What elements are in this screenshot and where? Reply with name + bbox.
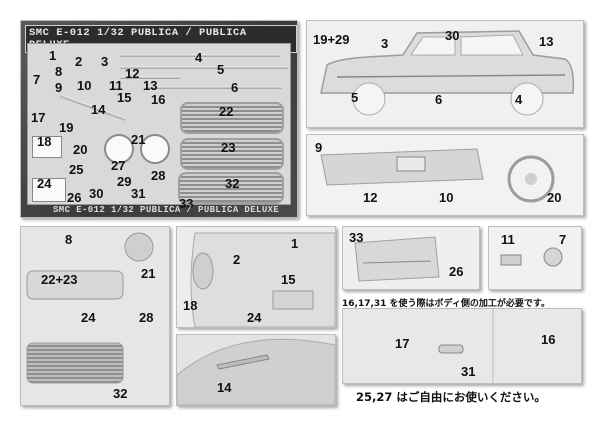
front-right-illustration xyxy=(190,232,335,327)
door-label-31: 31 xyxy=(461,364,476,379)
part-number-31: 31 xyxy=(131,186,146,201)
body-label-19-29: 19+29 xyxy=(313,32,350,47)
etch-headlight-ring-right xyxy=(140,134,170,164)
part-number-20: 20 xyxy=(73,142,88,157)
free-use-note: 25,27 はご自由にお使いください。 xyxy=(356,390,546,404)
dash-label-12: 12 xyxy=(363,190,378,205)
fr-label-18: 18 xyxy=(183,298,198,313)
part-number-8: 8 xyxy=(55,64,63,79)
body-label-6: 6 xyxy=(435,92,443,107)
part-number-9: 9 xyxy=(55,80,63,95)
part-number-7: 7 xyxy=(33,72,41,87)
fl-label-21: 21 xyxy=(141,266,156,281)
etch-plate-18 xyxy=(32,136,62,158)
part-number-11: 11 xyxy=(109,78,123,93)
door-modification-note: 16,17,31 を使う際はボディ側の加工が必要です。 xyxy=(342,299,551,309)
etch-headlight-ring-left xyxy=(104,134,134,164)
fl-label-8: 8 xyxy=(65,232,73,247)
part-number-16: 16 xyxy=(151,92,166,107)
roof-label-14: 14 xyxy=(217,380,232,395)
trunk-panel-illustration xyxy=(354,236,440,282)
part-number-25: 25 xyxy=(69,162,84,177)
roof-photo: 14 xyxy=(176,334,336,406)
tp-label-26: 26 xyxy=(449,264,464,279)
sp-label-11: 11 xyxy=(501,232,515,247)
body-label-5: 5 xyxy=(351,90,359,105)
part-number-24: 24 xyxy=(37,176,52,191)
fl-label-28: 28 xyxy=(139,310,154,325)
part-number-3: 3 xyxy=(101,54,109,69)
part-number-10: 10 xyxy=(77,78,92,93)
door-label-17: 17 xyxy=(395,336,410,351)
front-left-photo: 8 22+23 21 24 28 32 xyxy=(20,226,170,406)
sheet-footer: SMC E-012 1/32 PUBLICA / PUBLICA DELUXE xyxy=(53,205,280,215)
front-left-illustration xyxy=(26,232,154,384)
etch-grille-22 xyxy=(180,102,284,134)
body-side-photo: 19+29 3 30 13 5 6 4 xyxy=(306,20,584,128)
part-number-1: 1 xyxy=(49,48,57,63)
fl-label-32: 32 xyxy=(113,386,128,401)
dash-label-20: 20 xyxy=(547,190,562,205)
dashboard-photo: 9 12 10 20 xyxy=(306,134,584,216)
etch-bar-5 xyxy=(120,66,288,69)
part-number-22: 22 xyxy=(219,104,234,119)
etch-bar-12 xyxy=(120,76,180,79)
part-number-19: 19 xyxy=(59,120,74,135)
photo-etch-sheet: SMC E-012 1/32 PUBLICA / PUBLICA DELUXE … xyxy=(20,20,298,218)
car-body-illustration xyxy=(320,30,575,116)
door-label-16: 16 xyxy=(541,332,556,347)
part-number-21: 21 xyxy=(131,132,146,147)
small-parts-illustration xyxy=(500,247,563,267)
etch-plate-24 xyxy=(32,178,66,202)
etch-grille-32 xyxy=(178,172,284,204)
fr-label-2: 2 xyxy=(233,252,241,267)
part-number-13: 13 xyxy=(143,78,158,93)
part-number-29: 29 xyxy=(117,174,132,189)
fr-label-15: 15 xyxy=(281,272,296,287)
part-number-33: 33 xyxy=(179,196,194,211)
door-illustration xyxy=(343,309,581,383)
body-label-4: 4 xyxy=(515,92,523,107)
etch-bar-6 xyxy=(148,86,282,89)
part-number-2: 2 xyxy=(75,54,83,69)
part-number-23: 23 xyxy=(221,140,236,155)
fr-label-1: 1 xyxy=(291,236,299,251)
body-label-30: 30 xyxy=(445,28,460,43)
part-number-4: 4 xyxy=(195,50,203,65)
small-parts-photo: 11 7 xyxy=(488,226,582,290)
dashboard-illustration xyxy=(320,148,555,203)
etch-grille-23 xyxy=(180,138,284,170)
etch-bar-4 xyxy=(120,54,280,57)
body-label-3: 3 xyxy=(381,36,389,51)
part-number-6: 6 xyxy=(231,80,239,95)
part-number-17: 17 xyxy=(31,110,46,125)
part-number-18: 18 xyxy=(37,134,52,149)
front-right-photo: 1 2 15 18 24 xyxy=(176,226,336,328)
part-number-15: 15 xyxy=(117,90,132,105)
etch-fret xyxy=(27,43,291,205)
part-number-27: 27 xyxy=(111,158,126,173)
part-number-5: 5 xyxy=(217,62,225,77)
door-photo: 17 16 31 xyxy=(342,308,582,384)
part-number-26: 26 xyxy=(67,190,82,205)
dash-label-9: 9 xyxy=(315,140,323,155)
sp-label-7: 7 xyxy=(559,232,567,247)
fl-label-24: 24 xyxy=(81,310,96,325)
dash-label-10: 10 xyxy=(439,190,454,205)
roof-illustration xyxy=(177,338,335,405)
trunk-panel-photo: 33 26 xyxy=(342,226,480,290)
part-number-12: 12 xyxy=(125,66,140,81)
part-number-14: 14 xyxy=(91,102,106,117)
part-number-28: 28 xyxy=(151,168,166,183)
fr-label-24: 24 xyxy=(247,310,262,325)
part-number-32: 32 xyxy=(225,176,240,191)
body-label-13: 13 xyxy=(539,34,554,49)
tp-label-33: 33 xyxy=(349,230,364,245)
part-number-30: 30 xyxy=(89,186,104,201)
fl-label-22-23: 22+23 xyxy=(41,272,78,287)
